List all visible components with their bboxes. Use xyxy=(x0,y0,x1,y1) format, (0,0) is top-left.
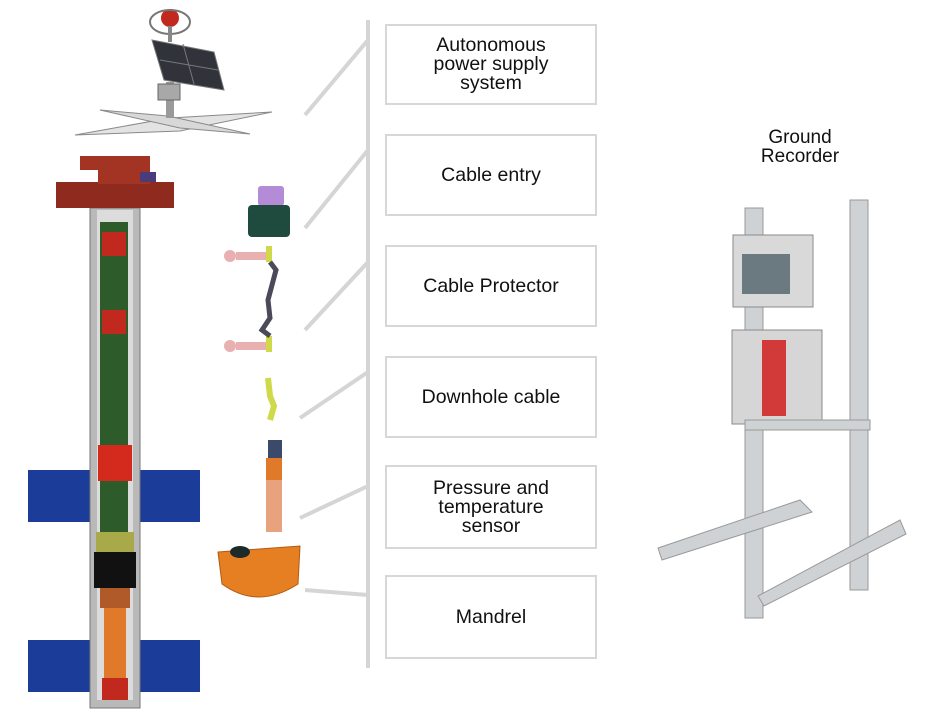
frame-foot-right xyxy=(757,519,907,607)
bottom-sub xyxy=(102,678,128,700)
label-downhole-cable: Downhole cable xyxy=(421,385,561,408)
tripod-leg xyxy=(99,109,251,135)
exploded-components xyxy=(217,186,301,598)
label-power-supply: Autonomous power supply system xyxy=(433,34,549,94)
connector-sensor xyxy=(299,484,369,520)
ground-recorder-illustration xyxy=(657,199,907,619)
well-column xyxy=(28,156,200,709)
gauge-carrier xyxy=(98,445,132,481)
beacon-light xyxy=(161,9,179,27)
label-box-cable-protector: Cable Protector xyxy=(385,245,597,327)
battery-box xyxy=(157,83,181,101)
frame-post-right xyxy=(849,199,869,591)
packer-top xyxy=(96,532,134,552)
label-box-mandrel: Mandrel xyxy=(385,575,597,659)
label-sensor: Pressure and temperature sensor xyxy=(433,476,549,537)
label-mandrel: Mandrel xyxy=(455,605,527,628)
terminal-block xyxy=(762,340,786,416)
tubing-coupling xyxy=(102,232,126,256)
wellhead-cap xyxy=(80,156,150,170)
connector-downhole-cable xyxy=(298,370,370,420)
pressure-sensor-body xyxy=(266,480,282,532)
wellhead-body xyxy=(98,168,150,184)
formation-block xyxy=(140,470,200,522)
tubing xyxy=(100,222,128,552)
label-box-cable-entry: Cable entry xyxy=(385,134,597,216)
downhole-cable xyxy=(265,377,278,421)
perforated-joint xyxy=(104,608,126,678)
wellhead-port xyxy=(140,172,156,182)
formation-block xyxy=(28,470,98,522)
label-box-sensor: Pressure and temperature sensor xyxy=(385,465,597,549)
connector-lines xyxy=(298,20,370,668)
mandrel-shape xyxy=(217,545,301,598)
packer xyxy=(94,552,136,588)
cable-entry-body xyxy=(248,205,290,237)
recorder-window xyxy=(742,254,790,294)
frame-foot-left xyxy=(657,499,813,561)
label-box-power-supply: Autonomous power supply system xyxy=(385,24,597,105)
label-cable-entry: Cable entry xyxy=(441,163,541,186)
connector-power xyxy=(303,38,370,117)
cable-protector xyxy=(258,260,279,338)
connector-cable-protector xyxy=(303,260,370,332)
frame-crossbar xyxy=(744,419,871,431)
label-cable-protector: Cable Protector xyxy=(423,274,559,297)
ground-recorder-title: Ground Recorder xyxy=(760,127,840,167)
power-supply-illustration xyxy=(74,9,273,136)
cable-entry-cap xyxy=(258,186,284,206)
connector-cable-entry xyxy=(303,148,370,230)
sensor-connector xyxy=(266,458,282,480)
wellhead-flange xyxy=(56,182,174,208)
packer-bottom xyxy=(100,588,130,608)
formation-block xyxy=(28,640,98,692)
label-box-downhole-cable: Downhole cable xyxy=(385,356,597,438)
tubing-coupling xyxy=(102,310,126,334)
formation-block xyxy=(140,640,200,692)
connector-mandrel xyxy=(304,588,369,597)
